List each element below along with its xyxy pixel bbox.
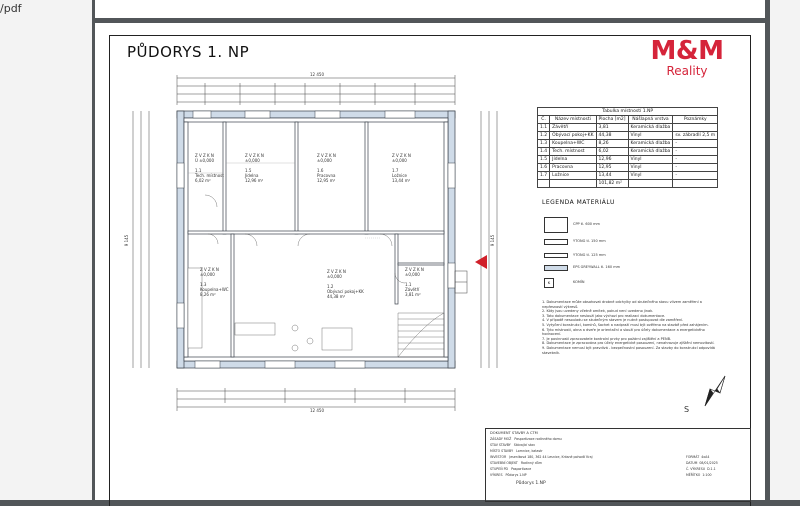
logo-mark: M&M: [650, 36, 724, 66]
dim-left-overall: 9 145: [124, 234, 130, 247]
tb-row: INVESTOR Jeseníková 180, 362 44 Lesnice,…: [490, 455, 593, 459]
legend-label: CPP tl. 600 mm: [573, 222, 600, 226]
legend-swatch-komin: K: [544, 278, 554, 288]
mm-reality-logo: M&M Reality: [647, 37, 727, 77]
browser-side-panel: /pdf: [0, 0, 92, 500]
notes-block: 1. Dokumentace může obsahovat drobné odc…: [542, 300, 715, 355]
legend-swatch-ytong125: [544, 253, 568, 258]
dim-bottom-overall: 12 450: [310, 408, 324, 413]
legend-swatch-eps: [544, 265, 568, 271]
legend-label: YTONG tl. 150 mm: [573, 239, 606, 243]
tb-row: MÍSTO STAVBY Lomnice, katastr: [490, 449, 543, 453]
pdf-page: PŮDORYS 1. NP M&M Reality: [95, 23, 765, 506]
legend-title: LEGENDA MATERIÁLU: [542, 199, 615, 206]
browser-right-panel: [770, 0, 800, 500]
drawing-title: Půdorys 1.NP: [516, 481, 546, 486]
tb-row: STUPEŇ PD Pasportizace: [490, 467, 532, 471]
tb-row: ZÁSADY MOŽ Pasportizace rodinného domu: [490, 437, 562, 441]
compass-icon: [704, 375, 726, 407]
tb-meta: MĚŘÍTKO 1:100: [686, 473, 712, 477]
legend-label: KOMÍN: [573, 280, 585, 284]
room-table: Tabulka místností 1.NP Č.Název místnosti…: [536, 107, 719, 188]
sheet-border: [109, 35, 751, 506]
logo-text: Reality: [666, 64, 708, 78]
tb-meta: DATUM 08/01/2025: [686, 461, 718, 465]
legend-label: YTONG tl. 125 mm: [573, 253, 606, 257]
title-block-header: DOKUMENT STAVBY A CTM: [490, 431, 538, 435]
compass-label: S: [684, 405, 690, 414]
previous-page-bottom: [95, 0, 765, 18]
title-block: DOKUMENT STAVBY A CTM ZÁSADY MOŽ Pasport…: [485, 428, 751, 502]
entrance-arrow-icon: [475, 255, 487, 269]
table-row: 101,82 m²: [536, 179, 719, 188]
browser-tab-text[interactable]: /pdf: [0, 2, 22, 15]
legend-label: EPS GREYWALL tl. 160 mm: [573, 265, 621, 269]
tb-row: STAVEBNÍ OBJEKT Rodinný dům: [490, 461, 542, 465]
dim-right-overall: 9 145: [490, 234, 496, 247]
page-title: PŮDORYS 1. NP: [127, 43, 250, 61]
legend-swatch-ytong150: [544, 239, 568, 245]
tb-row: STAV STAVBY Stávající stav: [490, 443, 536, 447]
tb-meta: FORMÁT 4xA4: [686, 455, 710, 459]
dim-top-overall: 12 450: [310, 72, 324, 77]
tb-meta: Č. VÝKRESU D.1.1: [686, 467, 716, 471]
floor-plan-drawing: [132, 75, 498, 411]
legend-swatch-cpp: [544, 217, 568, 233]
room-table-caption: Tabulka místností 1.NP: [536, 107, 719, 116]
tb-row: VÝKRES Půdorys 1.NP: [490, 473, 527, 477]
